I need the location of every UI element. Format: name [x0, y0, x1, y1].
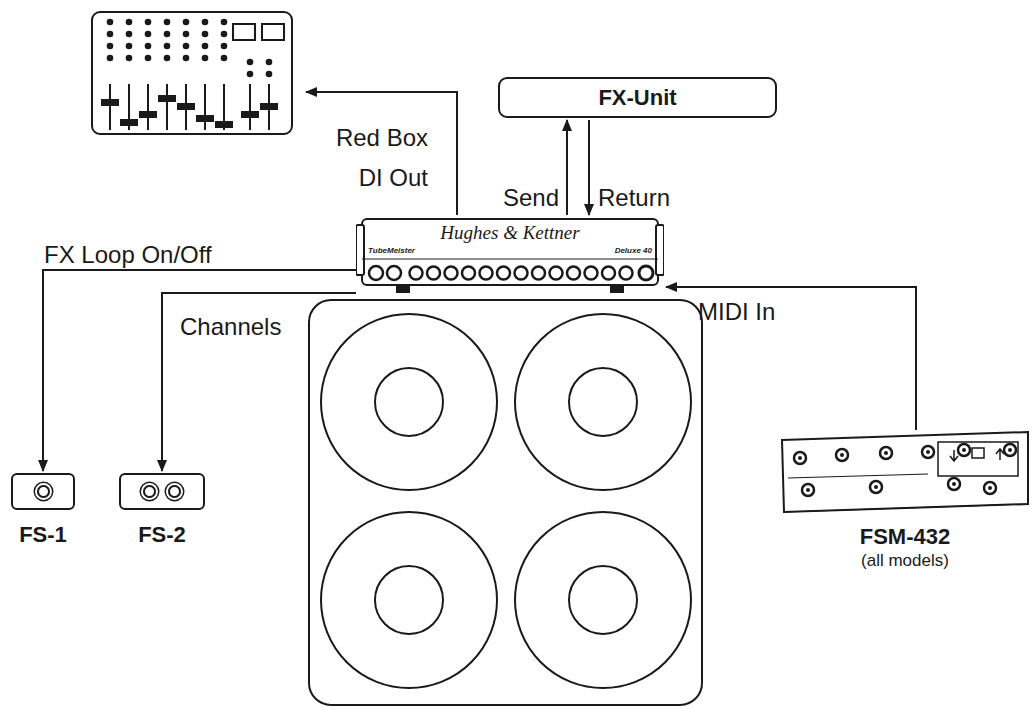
- speaker-cabinet: [309, 300, 702, 705]
- switch-name: FS-2: [116, 522, 208, 548]
- edge-label: Channels: [180, 312, 330, 342]
- model-name: TubeMeister: [368, 246, 415, 255]
- edge-label: Send: [485, 183, 559, 213]
- mixer-illustration: [92, 12, 292, 134]
- brand-logo: Hughes & Kettner: [356, 222, 664, 244]
- pedal-caption: FSM-432(all models): [778, 524, 1032, 572]
- signal-arrow: [566, 120, 568, 215]
- model-name: Deluxe 40: [615, 246, 652, 255]
- footswitch-box: [11, 473, 75, 510]
- process-box: FX-Unit: [498, 77, 777, 118]
- signal-arrow: [43, 270, 356, 471]
- device-note: (all models): [778, 550, 1032, 572]
- edge-label: FX Loop On/Off: [44, 240, 304, 270]
- signal-arrow: [666, 287, 916, 430]
- edge-label: Return: [598, 183, 698, 213]
- switch-button: [143, 485, 156, 498]
- box-label: FX-Unit: [598, 85, 676, 111]
- device-name: FSM-432: [778, 524, 1032, 550]
- footswitch: FS-2: [116, 473, 208, 553]
- switch-button: [37, 485, 50, 498]
- switch-name: FS-1: [8, 522, 78, 548]
- footswitch: FS-1: [8, 473, 78, 553]
- di-out-wire: [306, 92, 457, 215]
- switch-button: [168, 485, 181, 498]
- footswitch-box: [119, 473, 205, 510]
- port-label: Red Box DI Out: [316, 118, 428, 198]
- signal-arrow: [588, 120, 590, 215]
- fsm-pedalboard: [778, 428, 1032, 516]
- edge-label: MIDI In: [698, 297, 828, 327]
- footswitch: FSM-432(all models): [778, 428, 1032, 576]
- signal-arrow: [162, 293, 356, 471]
- amp-head: TubeMeister Hughes & KettnerDeluxe 40: [356, 215, 664, 296]
